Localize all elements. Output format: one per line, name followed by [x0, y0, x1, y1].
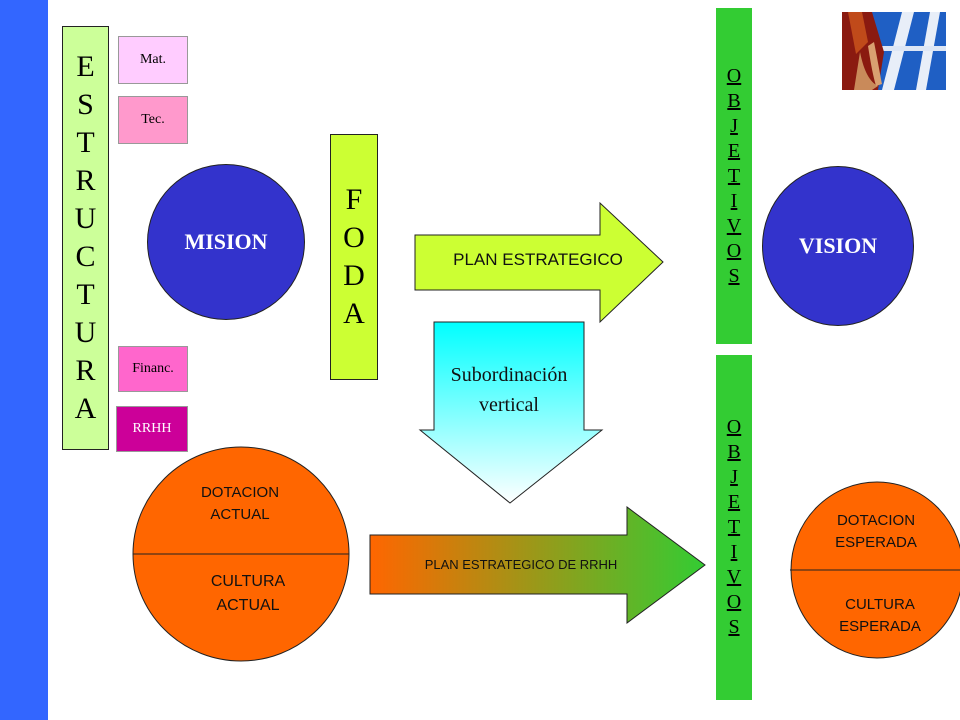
subordinacion-label: Subordinación vertical — [434, 360, 584, 420]
financ-label: Financ. — [132, 361, 174, 376]
dotacion-actual-top-text: DOTACION ACTUAL — [160, 482, 320, 526]
objetivos-letter: I — [730, 189, 738, 212]
tec-label: Tec. — [141, 112, 165, 127]
objetivos-letter: S — [728, 616, 740, 638]
cultura-esperada-text: CULTURA ESPERADA — [804, 594, 956, 638]
objetivos-letter: T — [727, 516, 741, 538]
estructura-letter: U — [74, 316, 97, 349]
plan-rrhh-arrow — [369, 506, 706, 624]
cultura-actual-line2: ACTUAL — [216, 597, 280, 614]
mision-circle: MISION — [147, 164, 305, 320]
objetivos-letter: I — [730, 541, 738, 563]
estructura-letter: R — [75, 354, 96, 387]
objetivos-letter: B — [727, 441, 741, 463]
objetivos-letter: E — [727, 139, 741, 162]
objetivos-letter: J — [730, 114, 738, 137]
objetivos-letter: E — [727, 491, 741, 513]
estructura-letter: C — [75, 240, 96, 273]
dotacion-actual-line1: DOTACION — [200, 484, 280, 501]
left-accent-bar — [0, 0, 48, 720]
objetivos-letter: J — [730, 466, 738, 488]
plan-estrategico-arrow — [414, 201, 664, 324]
financ-box: Financ. — [118, 346, 188, 392]
estructura-letter: T — [76, 278, 95, 311]
vision-circle: VISION — [762, 166, 914, 326]
athlete-start-photo — [842, 12, 946, 90]
mision-label: MISION — [184, 229, 268, 254]
mat-label: Mat. — [139, 52, 167, 67]
plan-rrhh-label: PLAN ESTRATEGICO DE RRHH — [424, 557, 618, 572]
estructura-box: E S T R U C T U R A — [62, 26, 109, 450]
objetivos-letter: O — [726, 64, 742, 87]
objetivos-letter: V — [726, 214, 742, 237]
estructura-letter: E — [76, 50, 95, 83]
photo-svg — [842, 12, 946, 90]
rrhh-label: RRHH — [132, 421, 172, 436]
foda-letter: A — [343, 297, 365, 330]
cultura-esperada-line2: ESPERADA — [839, 618, 921, 635]
objetivos-top-box: O B J E T I V O S — [716, 8, 752, 344]
subordinacion-line1: Subordinación — [450, 364, 568, 386]
dotacion-actual-line2: ACTUAL — [210, 506, 270, 523]
objetivos-letter: T — [727, 164, 741, 187]
objetivos-letter: O — [726, 239, 742, 262]
estructura-letter: R — [75, 164, 96, 197]
estructura-letter: A — [74, 392, 97, 425]
estructura-letter: T — [76, 126, 95, 159]
foda-box: F O D A — [330, 134, 378, 380]
cultura-esperada-line1: CULTURA — [845, 596, 915, 613]
subordinacion-line2: vertical — [479, 394, 539, 416]
dotacion-esperada-top-text: DOTACION ESPERADA — [800, 510, 952, 554]
tec-box: Tec. — [118, 96, 188, 144]
objetivos-letter: B — [727, 89, 741, 112]
objetivos-letter: V — [726, 566, 742, 588]
estructura-letter: U — [74, 202, 97, 235]
foda-letter: O — [343, 221, 365, 254]
objetivos-letter: O — [726, 591, 742, 613]
objetivos-bottom-box: O B J E T I V O S — [716, 355, 752, 700]
mat-box: Mat. — [118, 36, 188, 84]
rrhh-box: RRHH — [116, 406, 188, 452]
subordinacion-arrow — [418, 321, 604, 504]
estructura-letter: S — [77, 88, 94, 121]
cultura-actual-text: CULTURA ACTUAL — [168, 570, 328, 618]
plan-estrategico-label: PLAN ESTRATEGICO — [453, 250, 623, 269]
dotacion-esperada-line2: ESPERADA — [835, 534, 917, 551]
dotacion-esperada-line1: DOTACION — [836, 512, 916, 529]
foda-letter: D — [343, 259, 365, 292]
objetivos-letter: O — [726, 416, 742, 438]
foda-letter: F — [345, 183, 363, 216]
vision-label: VISION — [798, 233, 878, 258]
cultura-actual-line1: CULTURA — [210, 573, 286, 590]
objetivos-letter: S — [728, 264, 740, 287]
